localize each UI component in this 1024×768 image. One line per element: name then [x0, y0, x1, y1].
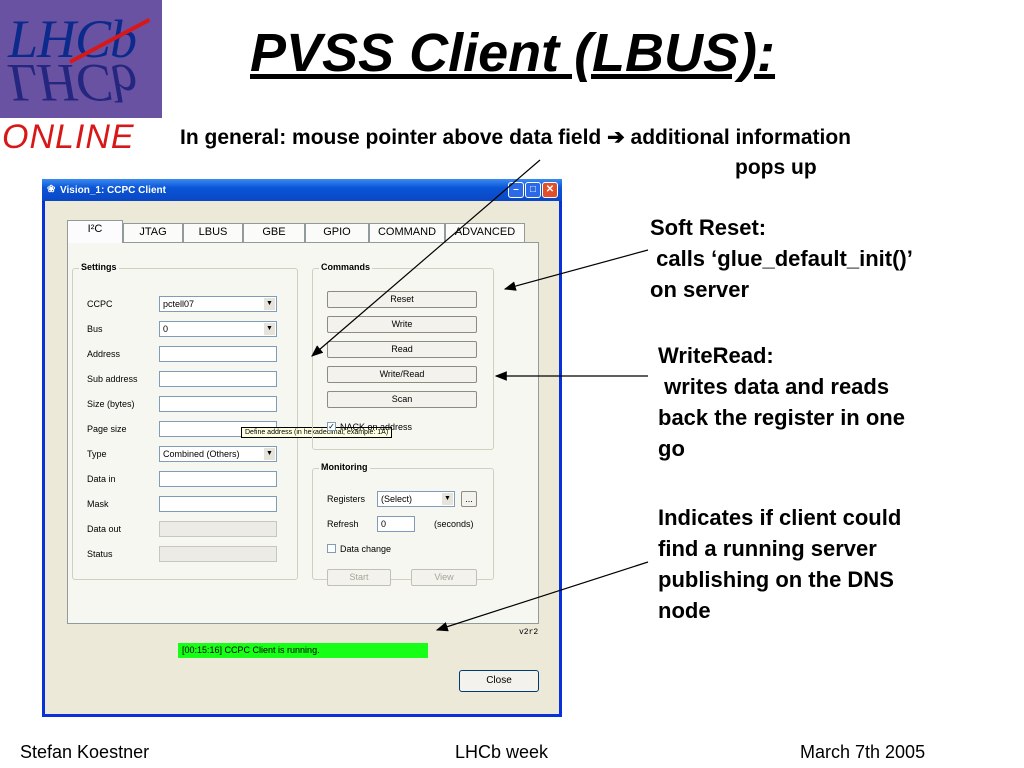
ccpc-select[interactable]: pctell07 ▼ — [159, 296, 277, 312]
size-label: Size (bytes) — [87, 399, 135, 409]
bus-label: Bus — [87, 324, 103, 334]
version-label: v2r2 — [519, 628, 539, 637]
start-button[interactable]: Start — [327, 569, 391, 586]
chevron-down-icon[interactable]: ▼ — [264, 323, 275, 335]
chevron-down-icon[interactable]: ▼ — [442, 493, 453, 505]
subtitle-line-2: pops up — [735, 156, 817, 179]
mask-field[interactable] — [159, 496, 277, 512]
writeread-button[interactable]: Write/Read — [327, 366, 477, 383]
refresh-label: Refresh — [327, 519, 359, 529]
subaddress-field[interactable] — [159, 371, 277, 387]
registers-label: Registers — [327, 494, 366, 504]
status-arrow — [435, 561, 649, 632]
write-button[interactable]: Write — [327, 316, 477, 333]
i2c-panel: Settings CCPC pctell07 ▼ Bus 0 ▼ Address… — [67, 242, 539, 624]
window-title: Vision_1: CCPC Client — [60, 185, 166, 196]
note-line: Soft Reset: — [650, 215, 767, 240]
settings-group: Settings CCPC pctell07 ▼ Bus 0 ▼ Address… — [72, 262, 298, 580]
tab-gpio[interactable]: GPIO — [305, 223, 369, 242]
maximize-icon[interactable]: □ — [525, 182, 541, 198]
bus-select[interactable]: 0 ▼ — [159, 321, 277, 337]
read-button[interactable]: Read — [327, 341, 477, 358]
tab-strip: I²C JTAG LBUS GBE GPIO COMMAND ADVANCED — [67, 220, 537, 243]
bus-value: 0 — [163, 324, 169, 334]
online-logo-text: ONLINE — [2, 118, 135, 156]
registers-select[interactable]: (Select) ▼ — [377, 491, 455, 507]
tab-gbe[interactable]: GBE — [243, 223, 305, 242]
slide-title: PVSS Client (LBUS): — [250, 23, 776, 83]
status-label: Status — [87, 549, 113, 559]
note-line: WriteRead: — [658, 343, 774, 368]
note-line: calls ‘glue_default_init()’ — [650, 246, 913, 271]
note-line: on server — [650, 277, 750, 302]
tooltip-arrow — [311, 159, 541, 357]
note-line: find a running server — [658, 536, 877, 561]
note-line: go — [658, 436, 685, 461]
reset-button[interactable]: Reset — [327, 291, 477, 308]
footer-event: LHCb week — [455, 742, 549, 762]
datain-label: Data in — [87, 474, 116, 484]
datachange-label: Data change — [340, 544, 392, 554]
tab-command[interactable]: COMMAND — [369, 223, 445, 242]
address-field[interactable] — [159, 346, 277, 362]
indicates-note: Indicates if client could find a running… — [658, 502, 901, 626]
subtitle-line-1: In general: mouse pointer above data fie… — [180, 126, 852, 149]
ccpc-client-window: ❀ Vision_1: CCPC Client – □ ✕ I²C JTAG L… — [42, 179, 562, 717]
address-label: Address — [87, 349, 121, 359]
footer-date: March 7th 2005 — [800, 742, 926, 762]
writeread-note: WriteRead: writes data and reads back th… — [658, 340, 905, 464]
nack-label: NACK on address — [340, 422, 413, 432]
commands-label: Commands — [319, 262, 373, 272]
scan-button[interactable]: Scan — [327, 391, 477, 408]
browse-button[interactable]: ... — [461, 491, 477, 507]
type-label: Type — [87, 449, 107, 459]
monitoring-label: Monitoring — [319, 462, 370, 472]
view-button[interactable]: View — [411, 569, 477, 586]
chevron-down-icon[interactable]: ▼ — [264, 448, 275, 460]
dataout-label: Data out — [87, 524, 122, 534]
chevron-down-icon[interactable]: ▼ — [264, 298, 275, 310]
note-line: node — [658, 598, 711, 623]
close-button[interactable]: Close — [459, 670, 539, 692]
address-tooltip: Define address (in hexadecimal; example:… — [241, 427, 393, 438]
window-titlebar[interactable]: ❀ Vision_1: CCPC Client – □ ✕ — [42, 179, 562, 201]
datain-field[interactable] — [159, 471, 277, 487]
nack-checkbox[interactable]: ✓ — [327, 422, 336, 431]
close-icon[interactable]: ✕ — [542, 182, 558, 198]
subaddress-label: Sub address — [87, 374, 138, 384]
footer-author: Stefan Koestner — [20, 742, 150, 762]
status-field — [159, 546, 277, 562]
type-select[interactable]: Combined (Others) ▼ — [159, 446, 277, 462]
ccpc-value: pctell07 — [163, 299, 195, 309]
monitoring-group: Monitoring Registers (Select) ▼ ... Refr… — [312, 462, 494, 586]
note-line: publishing on the DNS — [658, 567, 894, 592]
note-line: back the register in one — [658, 405, 905, 430]
note-line: Indicates if client could — [658, 505, 902, 530]
reset-arrow — [503, 249, 649, 291]
refresh-unit: (seconds) — [434, 519, 474, 529]
mask-label: Mask — [87, 499, 109, 509]
lhcb-logo: LHCb LHCb — [0, 0, 162, 118]
settings-label: Settings — [79, 262, 119, 272]
status-message: [00:15:16] CCPC Client is running. — [178, 643, 428, 658]
minimize-icon[interactable]: – — [508, 182, 524, 198]
tab-jtag[interactable]: JTAG — [123, 223, 183, 242]
registers-value: (Select) — [381, 494, 413, 504]
note-line: writes data and reads — [658, 374, 890, 399]
app-icon: ❀ — [47, 184, 56, 195]
size-field[interactable] — [159, 396, 277, 412]
type-value: Combined (Others) — [163, 449, 240, 459]
tab-lbus[interactable]: LBUS — [183, 223, 243, 242]
dataout-field — [159, 521, 277, 537]
soft-reset-note: Soft Reset: calls ‘glue_default_init()’ … — [650, 212, 913, 305]
refresh-stepper[interactable]: 0 — [377, 516, 415, 532]
pagesize-label: Page size — [87, 424, 127, 434]
tab-i2c[interactable]: I²C — [67, 220, 123, 243]
ccpc-label: CCPC — [87, 299, 113, 309]
commands-group: Commands Reset Write Read Write/Read Sca… — [312, 262, 494, 450]
tab-advanced[interactable]: ADVANCED — [445, 223, 525, 242]
datachange-checkbox[interactable] — [327, 544, 336, 553]
